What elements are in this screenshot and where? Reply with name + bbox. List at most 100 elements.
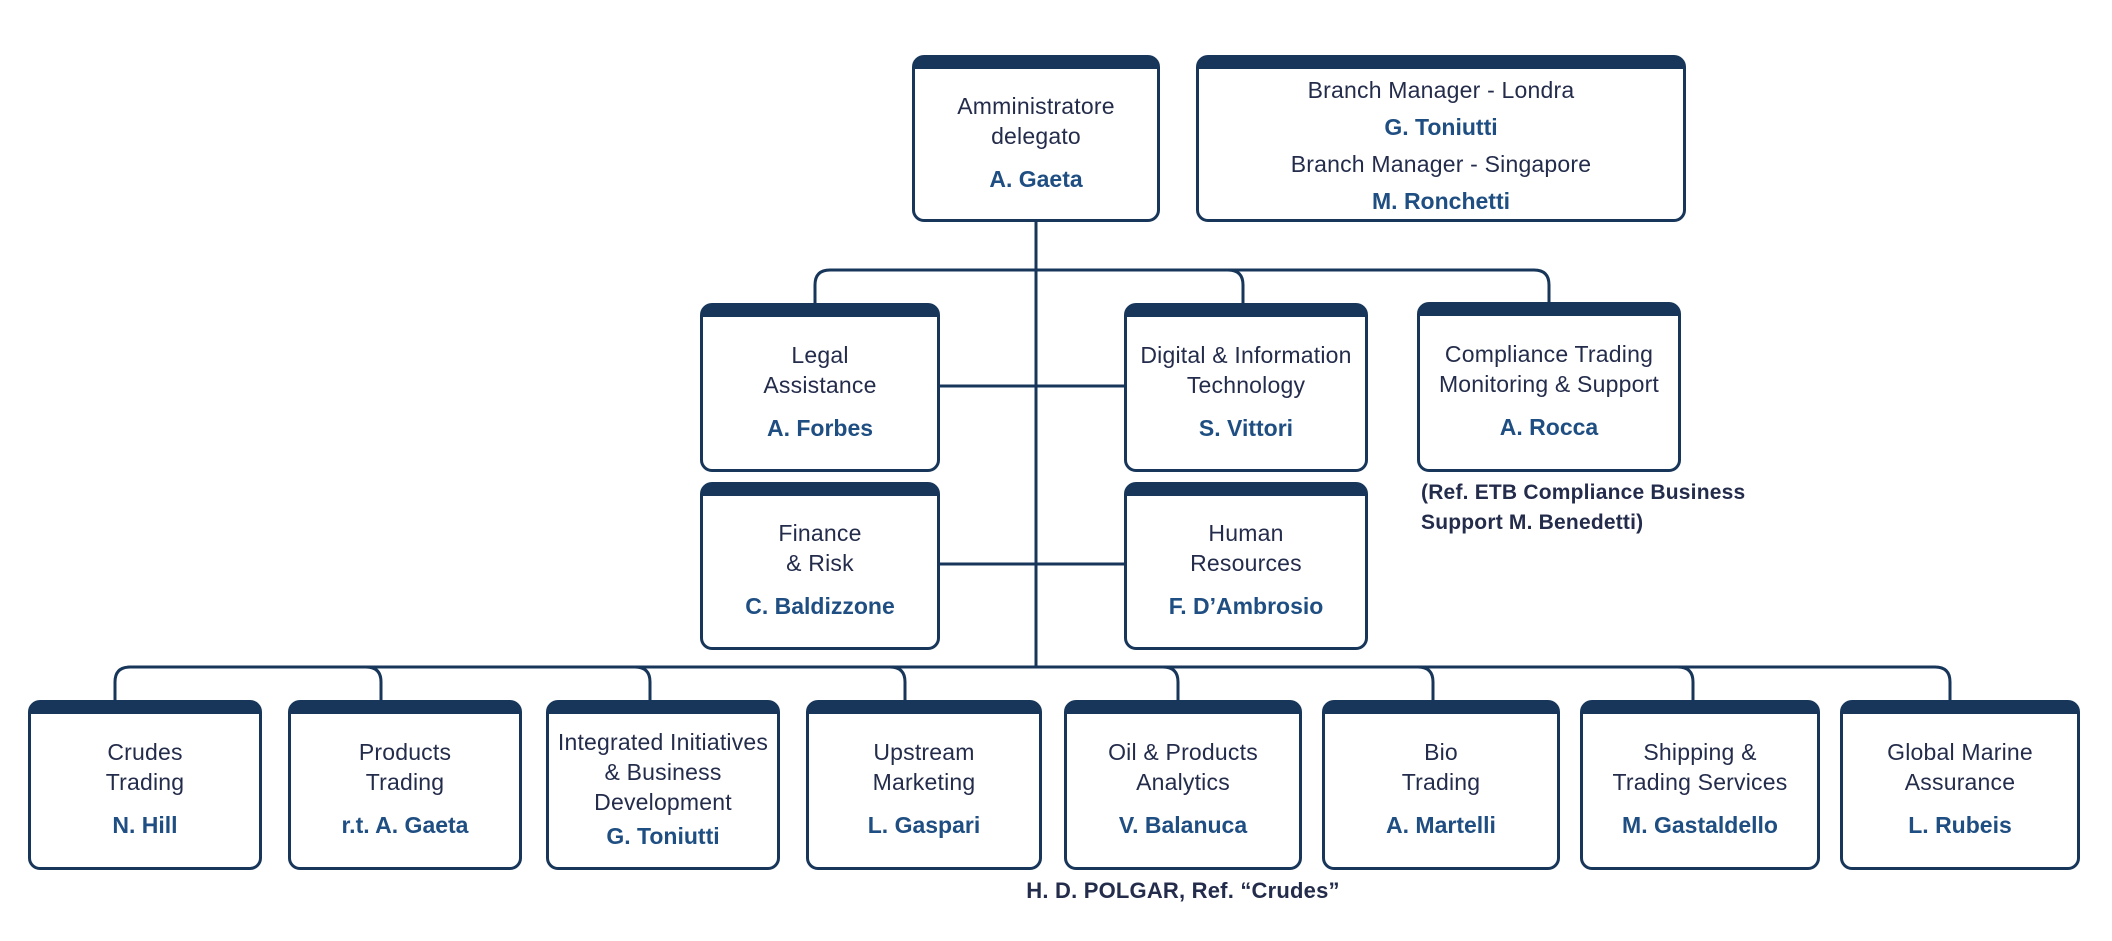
title-line: Upstream (873, 739, 975, 765)
org-box-oil-products-analytics: Oil & Products Analytics V. Balanuca (1064, 700, 1302, 870)
box-content: Human Resources F. D’Ambrosio (1127, 496, 1365, 647)
person-name: N. Hill (112, 812, 178, 838)
title-line: Monitoring & Support (1438, 371, 1660, 397)
title-line: Crudes (107, 739, 183, 765)
box-title: Human Resources (1190, 518, 1302, 578)
box-title: Crudes Trading (106, 737, 185, 797)
box-top-bar (1582, 702, 1818, 714)
title-line: Branch Manager - Singapore (1290, 151, 1592, 177)
person-name: M. Ronchetti (1372, 188, 1510, 214)
box-title: Global Marine Assurance (1887, 737, 2033, 797)
note-line: (Ref. ETB Compliance Business (1421, 481, 1746, 504)
title-line: Integrated Initiatives (557, 728, 769, 755)
box-title: Branch Manager - Singapore (1291, 147, 1592, 182)
box-content: Global Marine Assurance L. Rubeis (1843, 714, 2077, 867)
org-box-branch-managers: Branch Manager - Londra G. Toniutti Bran… (1196, 55, 1686, 222)
title-line: Shipping & (1643, 739, 1757, 765)
title-line: Resources (1190, 550, 1302, 576)
box-content: Crudes Trading N. Hill (31, 714, 259, 867)
integrated-drop (634, 665, 652, 700)
box-title: Branch Manager - Londra (1308, 73, 1575, 108)
title-line: Assurance (1904, 769, 2016, 795)
org-box-crudes-trading: Crudes Trading N. Hill (28, 700, 262, 870)
box-content: Upstream Marketing L. Gaspari (809, 714, 1039, 867)
box-top-bar (702, 305, 938, 317)
title-line: Trading Services (1612, 769, 1788, 795)
org-box-finance-risk: Finance & Risk C. Baldizzone (700, 482, 940, 650)
org-box-shipping-trading-services: Shipping & Trading Services M. Gastaldel… (1580, 700, 1820, 870)
title-line: Marketing (872, 769, 976, 795)
person-name: A. Forbes (766, 414, 874, 441)
person-name: C. Baldizzone (745, 593, 895, 619)
person-name: L. Rubeis (1908, 812, 2012, 838)
org-box-amministratore-delegato: Amministratore delegato A. Gaeta (912, 55, 1160, 222)
org-box-integrated-initiatives: Integrated Initiatives & Business Develo… (546, 700, 780, 870)
org-box-human-resources: Human Resources F. D’Ambrosio (1124, 482, 1368, 650)
note-line: H. D. POLGAR, Ref. “Crudes” (1026, 878, 1340, 903)
person-name: r.t. A. Gaeta (341, 812, 469, 838)
title-line: Trading (1401, 769, 1481, 795)
org-box-bio-trading: Bio Trading A. Martelli (1322, 700, 1560, 870)
box-title: Bio Trading (1402, 737, 1481, 797)
box-title: Compliance Trading Monitoring & Support (1439, 339, 1659, 399)
title-line: & Risk (786, 550, 854, 576)
box-top-bar (1842, 702, 2078, 714)
box-content: Integrated Initiatives & Business Develo… (549, 714, 777, 867)
org-box-products-trading: Products Trading r.t. A. Gaeta (288, 700, 522, 870)
compliance-reference-note: (Ref. ETB Compliance Business Support M.… (1421, 478, 1745, 538)
title-line: Trading (365, 769, 445, 795)
person-name: A. Rocca (1499, 414, 1599, 440)
box-top-bar (1126, 305, 1366, 317)
person-name: V. Balanuca (1118, 812, 1248, 838)
products-drop (365, 665, 383, 700)
box-content: Legal Assistance A. Forbes (703, 317, 937, 469)
title-line: & Business (604, 758, 722, 785)
box-title: Integrated Initiatives & Business Develo… (558, 727, 768, 817)
person-name: G. Toniutti (1384, 114, 1498, 140)
box-top-bar (1066, 702, 1300, 714)
box-content: Shipping & Trading Services M. Gastaldel… (1583, 714, 1817, 867)
title-line: Finance (778, 520, 862, 546)
title-line: Compliance Trading (1444, 341, 1654, 367)
person-name: L. Gaspari (867, 812, 981, 838)
box-top-bar (290, 702, 520, 714)
box-title: Legal Assistance (763, 340, 876, 400)
title-line: Digital & Information (1140, 341, 1352, 368)
shipping-drop (1677, 665, 1695, 700)
box-content: Bio Trading A. Martelli (1325, 714, 1557, 867)
box-content: Finance & Risk C. Baldizzone (703, 496, 937, 647)
box-content: Branch Manager - Londra G. Toniutti Bran… (1199, 69, 1683, 229)
title-line: delegato (991, 122, 1081, 149)
digital-drop (1227, 268, 1245, 303)
crudes-reference-note: H. D. POLGAR, Ref. “Crudes” (1018, 876, 1348, 906)
person-name: A. Gaeta (989, 165, 1083, 192)
upstream-drop (889, 665, 907, 700)
title-line: Assistance (763, 371, 877, 398)
title-line: Products (358, 739, 452, 765)
box-top-bar (548, 702, 778, 714)
org-box-global-marine-assurance: Global Marine Assurance L. Rubeis (1840, 700, 2080, 870)
box-content: Oil & Products Analytics V. Balanuca (1067, 714, 1299, 867)
box-top-bar (1198, 57, 1684, 69)
box-top-bar (30, 702, 260, 714)
title-line: Development (594, 788, 732, 815)
title-line: Oil & Products (1108, 739, 1258, 765)
title-line: Global Marine (1887, 739, 2033, 765)
title-line: Analytics (1136, 769, 1230, 795)
level2-connector (813, 268, 1551, 303)
oil-drop (1162, 665, 1180, 700)
person-name: A. Martelli (1386, 812, 1496, 838)
note-line: Support M. Benedetti) (1421, 511, 1644, 534)
box-content: Compliance Trading Monitoring & Support … (1420, 316, 1678, 469)
box-title: Finance & Risk (778, 518, 861, 578)
org-box-legal-assistance: Legal Assistance A. Forbes (700, 303, 940, 472)
box-top-bar (914, 57, 1158, 69)
person-name: G. Toniutti (606, 822, 720, 849)
box-top-bar (1324, 702, 1558, 714)
box-title: Oil & Products Analytics (1108, 737, 1258, 797)
box-top-bar (702, 484, 938, 496)
title-line: Branch Manager - Londra (1307, 77, 1575, 103)
box-title: Shipping & Trading Services (1613, 737, 1788, 797)
